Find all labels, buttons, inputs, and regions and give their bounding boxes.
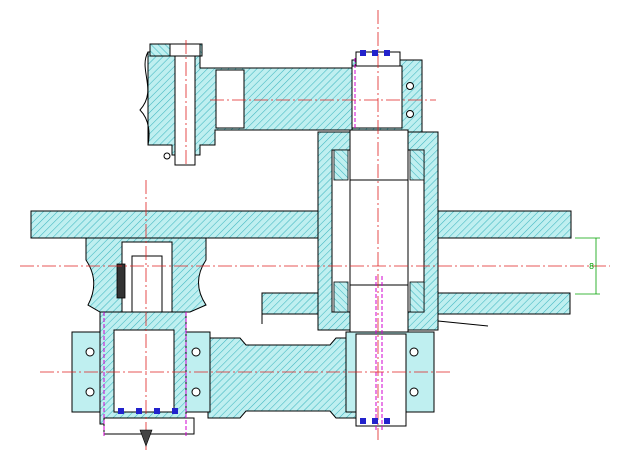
centerlines xyxy=(20,10,610,450)
drain-screw xyxy=(139,429,153,447)
dimension-marker: 8 xyxy=(575,237,600,295)
top-arm xyxy=(139,43,353,166)
connecting-rod xyxy=(207,337,357,419)
upper-shaft-block xyxy=(351,51,423,133)
fasteners xyxy=(118,50,390,424)
upper-rail xyxy=(30,210,572,239)
hidden-lines xyxy=(103,58,383,438)
lower-left-block xyxy=(71,311,211,435)
lower-right-block xyxy=(345,331,435,427)
dimension-label: 8 xyxy=(589,262,594,271)
